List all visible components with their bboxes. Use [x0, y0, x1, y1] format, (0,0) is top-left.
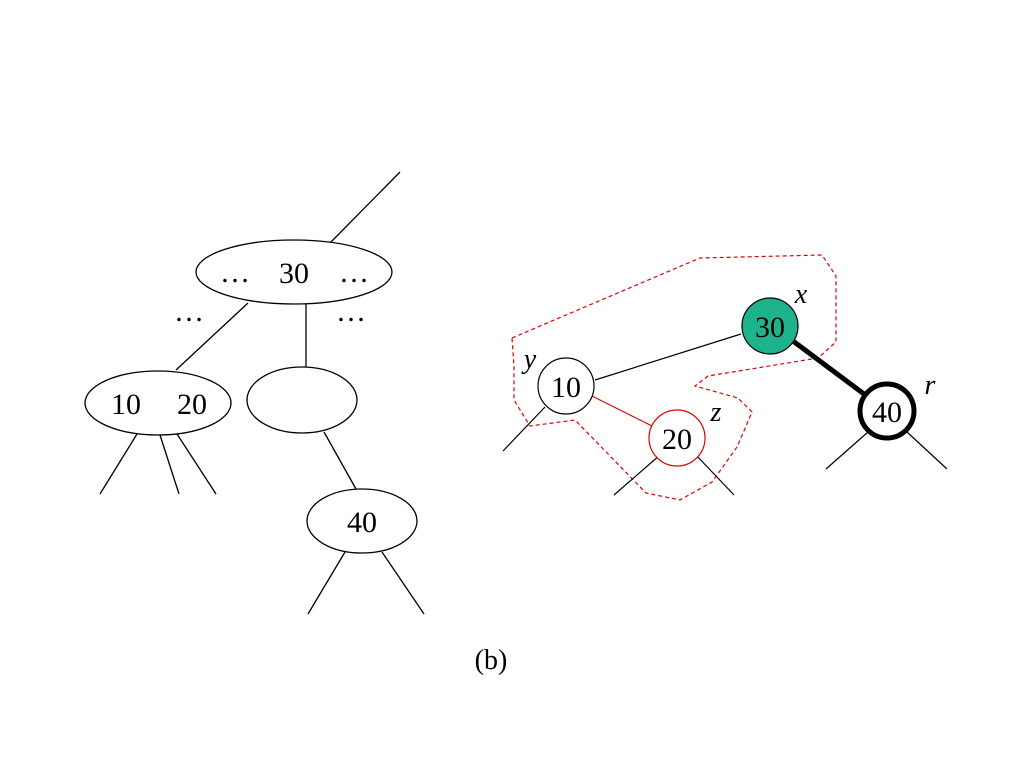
label-z: z	[710, 397, 722, 428]
left-root-key: 30	[279, 257, 309, 290]
grandchild-subtree-edge-left	[307, 551, 346, 615]
node-r-key: 40	[872, 396, 902, 429]
left-below-dots-left: …	[174, 295, 204, 328]
node-x-key: 30	[755, 311, 785, 344]
left-below-dots-right: …	[336, 295, 366, 328]
edge-r-subtree-right	[906, 431, 948, 470]
node-z	[648, 409, 706, 467]
edge-z-subtree-left	[613, 454, 661, 496]
left-root-dots-right: …	[339, 256, 369, 289]
middle-child-node	[246, 366, 358, 434]
edge-x-to-r	[791, 338, 866, 397]
edge-y-to-z	[591, 395, 653, 427]
left-child-subtree-edge-3	[176, 433, 217, 495]
node-r	[857, 381, 917, 441]
label-y: y	[521, 344, 537, 375]
left-child-key-2: 20	[177, 388, 207, 421]
edge-z-subtree-right	[695, 454, 735, 496]
left-tree	[84, 171, 425, 615]
left-root-dots-left: …	[220, 256, 250, 289]
left-child-subtree-edge-1	[99, 433, 138, 495]
left-root-node	[195, 239, 393, 305]
label-r: r	[925, 370, 936, 401]
middle-child-to-grandchild-edge	[323, 431, 357, 490]
right-tree: 30 10 20 40 x y z r	[502, 254, 948, 501]
left-child-key-1: 10	[111, 388, 141, 421]
edge-y-to-x	[594, 333, 742, 381]
left-root-parent-edge	[329, 171, 401, 244]
label-x: x	[794, 279, 808, 310]
left-root-to-left-child-edge	[175, 302, 249, 371]
grandchild-node	[306, 488, 418, 554]
left-child-node	[84, 370, 232, 436]
node-y	[537, 357, 595, 415]
dashed-region-outline	[511, 254, 837, 501]
edge-y-subtree-left	[502, 406, 546, 452]
node-z-key: 20	[662, 423, 692, 456]
grandchild-key: 40	[347, 506, 377, 539]
grandchild-subtree-edge-right	[381, 551, 425, 615]
node-x	[741, 297, 799, 355]
node-y-key: 10	[551, 371, 581, 404]
left-child-subtree-edge-2	[159, 434, 180, 495]
figure-caption: (b)	[475, 645, 508, 676]
edge-r-subtree-left	[825, 431, 869, 470]
left-tree-labels: … 30 … … … 10 20 40	[111, 256, 377, 539]
